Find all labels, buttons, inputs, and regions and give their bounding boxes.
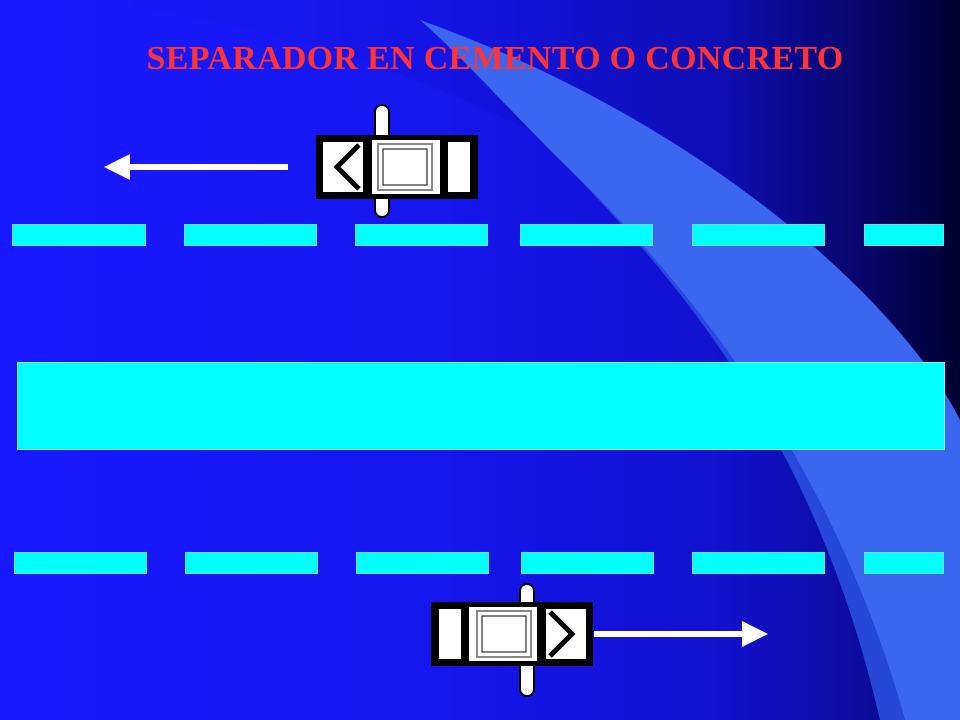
arrow-right-icon [594,621,768,647]
lane-dash [14,552,147,574]
lane-dash [692,552,825,574]
lane-dash [355,224,488,246]
lane-dash [356,552,489,574]
lane-dash [521,552,654,574]
lane-dash [864,224,944,246]
lane-dash [520,224,653,246]
lane-dash [692,224,825,246]
vehicle-bottom-lane [431,584,593,696]
lane-dash [184,224,317,246]
lane-dash [12,224,146,246]
lane-dash [864,552,944,574]
vehicle-top-lane [316,105,478,217]
lane-dash [185,552,318,574]
slide-title: SEPARADOR EN CEMENTO O CONCRETO [146,40,844,77]
arrow-left-icon [104,154,288,180]
concrete-median [17,362,945,450]
